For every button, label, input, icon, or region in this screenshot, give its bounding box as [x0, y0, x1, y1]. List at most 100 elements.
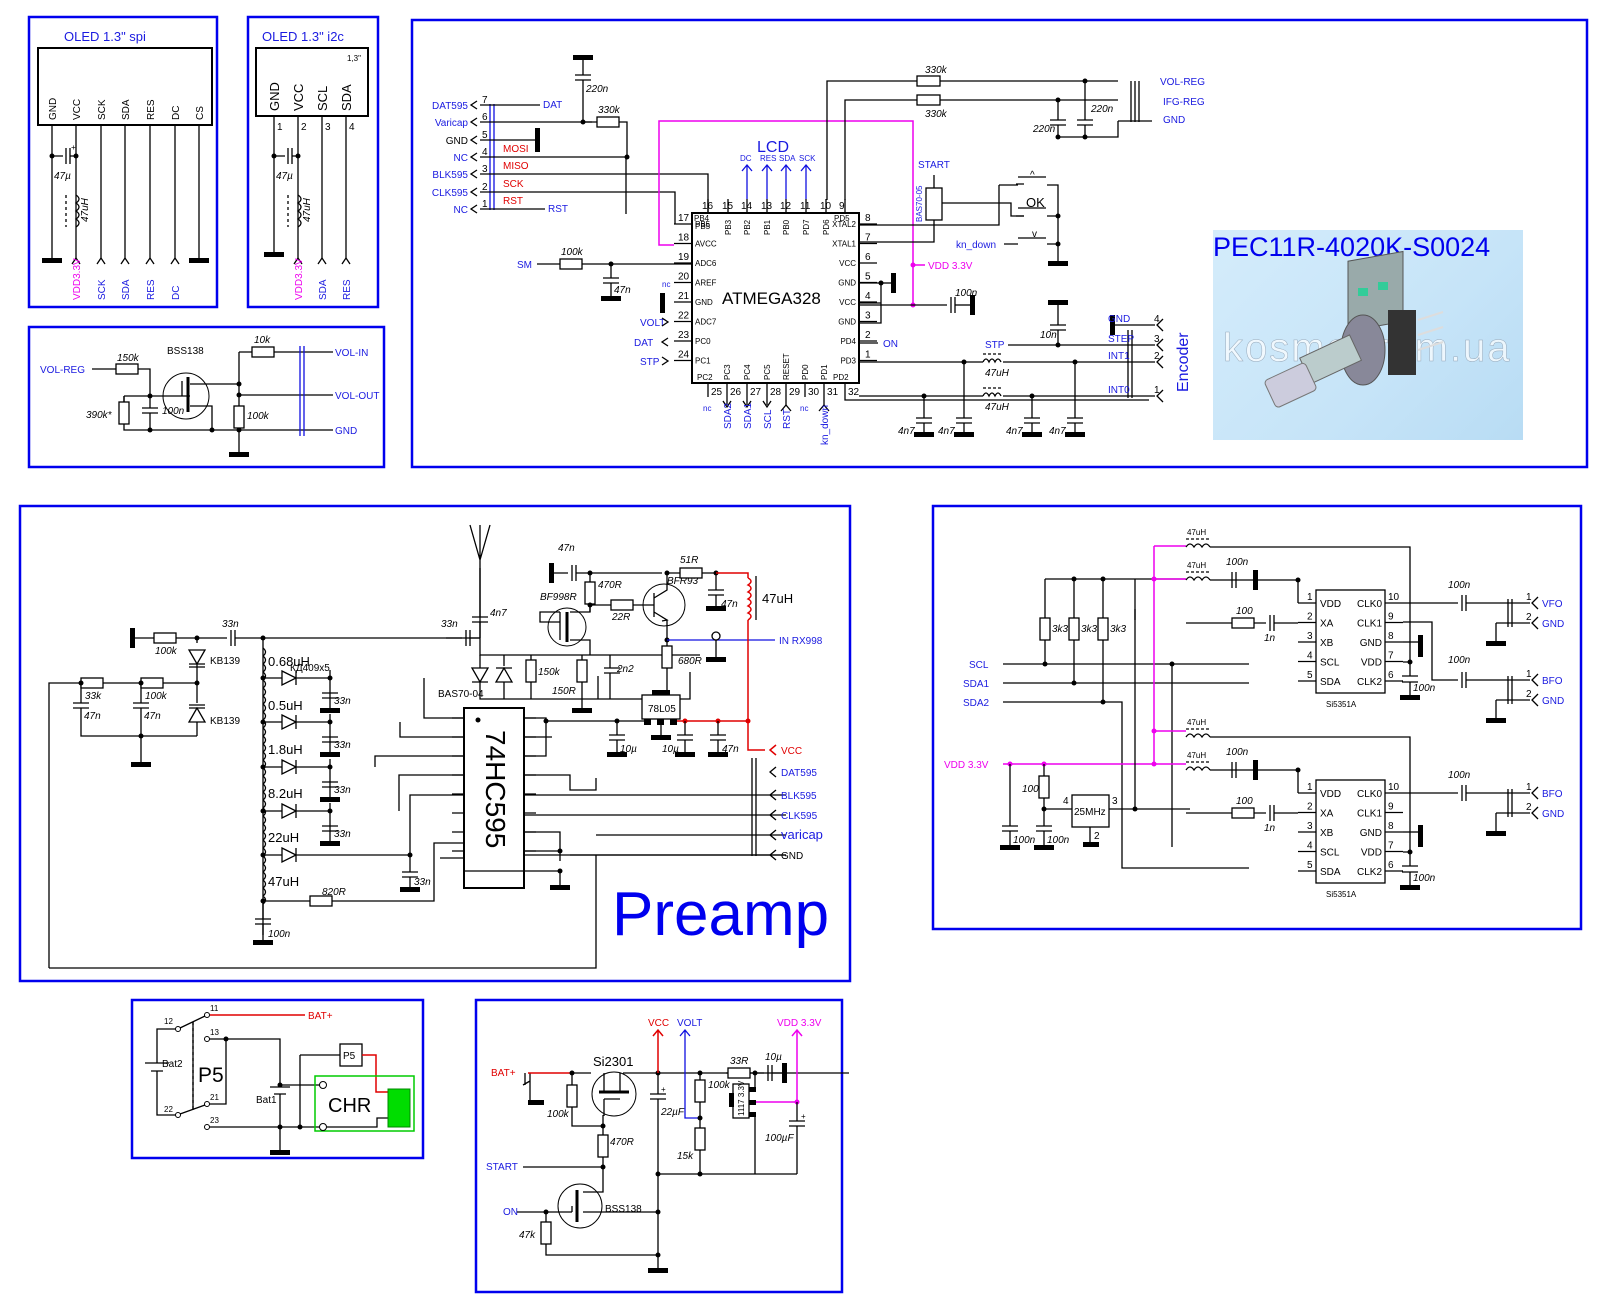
oled-i2c-title: OLED 1.3" i2c — [262, 29, 344, 44]
si-pin-6: 6 — [1388, 670, 1394, 681]
encoder-photo: PEC11R-4020K-S0024 kosmodrom.ua — [1213, 230, 1523, 440]
si-pin-3: 3 — [1307, 631, 1313, 642]
mcu-left-net-stp: STP — [640, 357, 660, 368]
preamp-c100: 100n — [268, 929, 291, 940]
oled-i2c-pin-vcc: VCC — [291, 84, 306, 111]
start-label: START — [918, 160, 950, 171]
charger-chr: CHR — [328, 1095, 371, 1117]
oled-i2c-body — [255, 47, 369, 117]
power-vdd: VDD 3.3V — [777, 1018, 822, 1029]
si-c100: 100n — [1413, 683, 1436, 694]
si-out-bfo: BFO — [1542, 789, 1563, 800]
mcu-pin-name-adc7: ADC7 — [695, 318, 717, 327]
coil-1-8uh: 1.8uH — [268, 742, 303, 757]
preamp-net-dat595: DAT595 — [781, 768, 817, 779]
oled-spi-pin-cs: CS — [195, 106, 206, 120]
vol-r-bottom: 100k — [247, 411, 270, 422]
encoder-pin-gnd: GND — [1108, 314, 1130, 325]
mcu-pin-name-pc4: PC4 — [743, 364, 752, 380]
oled-i2c-pin-number: 4 — [349, 122, 355, 133]
si-inductor: 47uH — [1187, 718, 1206, 727]
mcu-pin-name-pd5: PD5 — [834, 214, 850, 223]
bjt-bfr93: BFR93 — [667, 576, 699, 587]
osc-pin3: 3 — [1112, 796, 1118, 807]
si-pin-name-xa: XA — [1320, 619, 1334, 630]
si-pin-5: 5 — [1307, 860, 1313, 871]
isp-miso: MISO — [503, 161, 529, 172]
si-out-vfo: VFO — [1542, 599, 1563, 610]
si-pin-9: 9 — [1388, 612, 1394, 623]
power-r470: 470R — [610, 1137, 634, 1148]
si-in-sda1: SDA1 — [963, 679, 990, 690]
varicap-2: KB139 — [210, 716, 240, 727]
mcu-pin-28: 28 — [770, 387, 782, 398]
preamp-c-ant: 33n — [441, 619, 458, 630]
si-pin-name-scl: SCL — [1320, 848, 1340, 859]
mcu-pin-name-pd7: PD7 — [802, 219, 811, 235]
encoder-pin-step: STEP — [1108, 334, 1134, 345]
mcu-left-net-volt: VOLT — [640, 318, 665, 329]
mcu-pin-name-pb1: PB1 — [763, 219, 772, 235]
mcu-pin-15: 15 — [722, 201, 734, 212]
si5351-label: Si5351A — [1326, 890, 1357, 899]
encoder-pin-int0: INT0 — [1108, 385, 1130, 396]
power-rdiv-bot: 15k — [677, 1151, 694, 1162]
power-c100u: 100µF — [765, 1133, 794, 1144]
mcu-bottom-net-rst: RST — [782, 409, 793, 429]
lcd-label: LCD — [757, 139, 789, 156]
si-pin-name-xa: XA — [1320, 809, 1334, 820]
lcd-pin-dc: DC — [740, 154, 752, 163]
svg-text:PB5: PB5 — [695, 222, 711, 231]
si-pin-10: 10 — [1388, 592, 1400, 603]
si-c100: 100n — [1226, 747, 1249, 758]
mcu-pin-name-pb2: PB2 — [743, 219, 752, 235]
si-inductor: 47uH — [1187, 561, 1206, 570]
si-out-num: 1 — [1526, 669, 1532, 680]
diode-bas70-05: BAS70-05 — [915, 185, 924, 222]
si-pin-name-gnd: GND — [1360, 828, 1382, 839]
mcu-pin-29: 29 — [789, 387, 801, 398]
mcu-pin-name-aref: AREF — [695, 279, 716, 288]
encoder-c-step: 10n — [1040, 330, 1057, 341]
si-pin-name-sda: SDA — [1320, 677, 1341, 688]
preamp-c47b: 47n — [144, 711, 161, 722]
bas70-04-label: BAS70-04 — [438, 689, 484, 700]
si-r100: 100 — [1236, 796, 1253, 807]
button-down: v — [1032, 229, 1037, 240]
si-c1n: 1n — [1264, 823, 1276, 834]
preamp-r22: 22R — [611, 612, 630, 623]
mcu-pin-name-pc5: PC5 — [763, 364, 772, 380]
power-volt: VOLT — [677, 1018, 702, 1029]
mcu-pin-name-pd1: PD1 — [820, 364, 829, 380]
mcu-left-net-dat: DAT — [634, 338, 653, 349]
connector-net-4: NC — [454, 153, 468, 164]
oled-spi-pin-sda: SDA — [121, 99, 132, 120]
mcu-pin-name-pd3: PD3 — [840, 357, 856, 366]
connector-pin-4: 4 — [482, 147, 488, 158]
coil-cap: 33n — [334, 740, 351, 751]
vol-r-top: 10k — [254, 335, 271, 346]
osc-pin4: 4 — [1063, 796, 1069, 807]
oled-spi-pin-vcc: VCC — [72, 99, 83, 120]
si-inductor: 47uH — [1187, 751, 1206, 760]
preamp-c-4n7: 4n7 — [490, 608, 507, 619]
mcu-pin-name-reset: RESET — [782, 353, 791, 380]
si-pin-7: 7 — [1388, 651, 1394, 662]
encoder-l2: 47uH — [985, 402, 1010, 413]
si-pin-1: 1 — [1307, 782, 1313, 793]
diodes-label: КД409x5 — [290, 663, 330, 674]
oled-i2c-net-vdd33v: VDD3.3V — [294, 258, 305, 300]
mcu-pin-name-gnd: GND — [695, 298, 713, 307]
si-out-gnd: GND — [1542, 809, 1564, 820]
preamp-net-blk595: BLK595 — [781, 791, 817, 802]
coil-cap: 33n — [334, 785, 351, 796]
oled-i2c-pin-scl: SCL — [315, 86, 330, 111]
mcu-pin-21: 21 — [678, 291, 690, 302]
preamp-r820: 820R — [322, 887, 346, 898]
encoder-pin-int1: INT1 — [1108, 351, 1130, 362]
frame-power — [474, 998, 844, 1294]
pullup-2: 3k3 — [1081, 624, 1098, 635]
si-out-num: 2 — [1526, 612, 1532, 623]
vol-out-in: VOL-IN — [335, 348, 368, 359]
